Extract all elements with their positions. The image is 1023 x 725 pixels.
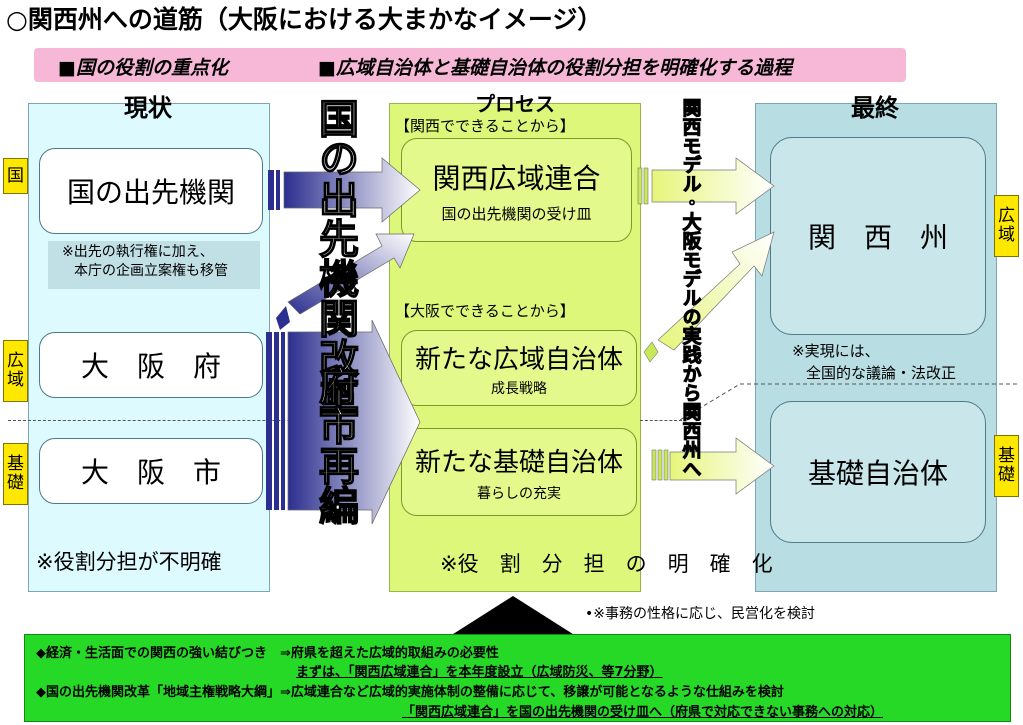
arrow-wide-area-to-kansai-state — [643, 231, 775, 363]
transfer-note-box: ※出先の執行権に加え、 本庁の企画立案権も移管 — [48, 241, 260, 289]
tag-basic-left: 基礎 — [3, 443, 28, 505]
prefecture-city-reorg-vertical-label: 府市再編 — [311, 364, 358, 530]
national-branch-offices-box: 国の出先機関 — [39, 148, 263, 234]
transfer-note-line-2: 本庁の企画立案権も移管 — [74, 263, 228, 279]
subtitle-item-1: ■国の役割の重点化 — [58, 57, 228, 79]
kansai-state-box: 関 西 州 — [770, 137, 986, 335]
arrow-to-kansai-union — [268, 157, 421, 223]
mid-footer-note: ※役 割 分 担 の 明 確 化 — [440, 552, 773, 576]
background-line-2: まずは、「関西広域連合」を本年度設立（広域防災、等7分野） — [296, 665, 663, 680]
osaka-city-label: 大 阪 市 — [80, 456, 221, 489]
realization-note-line-1: ※実現には、 — [792, 342, 880, 360]
tag-wide-area-right: 広域 — [994, 195, 1019, 257]
divider-right — [680, 383, 1020, 421]
kansai-label: 【関西でできることから】 — [395, 117, 575, 135]
new-wide-area-subtitle: 成長戦略 — [491, 380, 547, 397]
privatization-note: •※事務の性格に応じ、民営化を検討 — [585, 606, 815, 622]
pointer-triangle — [450, 596, 576, 636]
arrow-to-new-governments — [266, 319, 421, 525]
kansai-union-title: 関西広域連合 — [432, 161, 601, 195]
arrow-union-to-kansai-state — [637, 157, 775, 215]
divider-mid — [640, 420, 682, 421]
current-state-heading: 現状 — [124, 94, 172, 122]
kansai-union-box: 関西広域連合 国の出先機関の受け皿 — [401, 138, 632, 242]
arrow-diagonal-to-kansai-union — [276, 233, 415, 330]
subtitle-bar — [34, 48, 906, 82]
left-footer-note: ※役割分担が不明確 — [36, 550, 222, 574]
background-panel — [24, 634, 1011, 722]
tag-wide-area-left: 広域 — [3, 340, 28, 402]
divider-left — [8, 420, 390, 421]
basic-municipality-box: 基礎自治体 — [770, 401, 986, 543]
new-wide-area-title: 新たな広域自治体 — [414, 344, 623, 375]
final-state-heading: 最終 — [851, 94, 899, 122]
new-basic-title: 新たな基礎自治体 — [414, 447, 623, 478]
kansai-union-subtitle: 国の出先機関の受け皿 — [441, 204, 592, 223]
osaka-label: 【大阪でできることから】 — [395, 302, 575, 320]
reform-arrows — [266, 157, 421, 525]
new-wide-area-box: 新たな広域自治体 成長戦略 — [401, 330, 637, 406]
national-branch-reform-vertical-label: 国の出先機関改革 — [311, 97, 358, 423]
background-line-3: ◆国の出先機関改革「地域主権戦略大綱」⇒広域連合など広域的実施体制の整備に応じて… — [36, 685, 784, 700]
osaka-city-box: 大 阪 市 — [39, 438, 263, 504]
national-branch-reform-text: 国の出先機関改革 — [311, 97, 358, 418]
toward-kansai-arrows — [637, 157, 775, 495]
kansai-model-vertical-label: 関西モデル・大阪モデルの実践から関西州へ — [676, 98, 704, 483]
background-line-4: 「関西広域連合」を国の出先機関の受け皿へ（府県で対応できない事務への対応） — [402, 705, 884, 720]
kansai-model-text: 関西モデル・大阪モデルの実践から関西州へ — [679, 98, 702, 479]
subtitle-item-2: ■広域自治体と基礎自治体の役割分担を明確化する過程 — [318, 57, 792, 79]
basic-municipality-label: 基礎自治体 — [807, 457, 948, 490]
new-basic-box: 新たな基礎自治体 暮らしの充実 — [401, 428, 637, 516]
kansai-state-label: 関 西 州 — [807, 221, 948, 254]
process-heading: プロセス — [475, 92, 555, 116]
arrow-basic-to-basic-municipality — [651, 437, 775, 495]
national-branch-offices-label: 国の出先機関 — [66, 176, 235, 209]
tag-basic-right: 基礎 — [994, 435, 1019, 497]
tag-national: 国 — [3, 158, 28, 194]
osaka-prefecture-box: 大 阪 府 — [39, 332, 263, 398]
realization-note-line-2: 全国的な議論・法改正 — [806, 364, 957, 382]
transfer-note-line-1: ※出先の執行権に加え、 — [62, 244, 214, 260]
osaka-prefecture-label: 大 阪 府 — [80, 350, 221, 383]
background-line-1: ◆経済・生活面での関西の強い結びつき ⇒府県を超えた広域的取組みの必要性 — [36, 646, 499, 661]
new-basic-subtitle: 暮らしの充実 — [477, 485, 561, 502]
prefecture-city-reorg-text: 府市再編 — [311, 364, 358, 525]
page-title: ○関西州への道筋（大阪における大まかなイメージ） — [6, 5, 603, 34]
